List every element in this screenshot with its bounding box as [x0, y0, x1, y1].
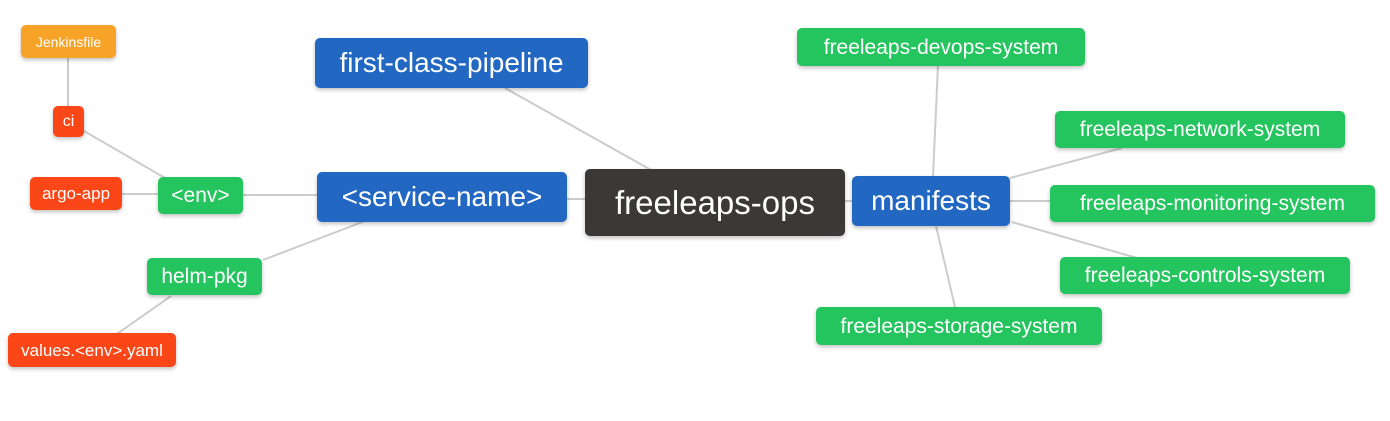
edge-manifests-devops	[932, 64, 939, 178]
edge-ci-env	[83, 130, 166, 179]
edge-manifests-network	[1009, 147, 1123, 179]
node-env[interactable]: <env>	[158, 177, 243, 214]
node-service-name[interactable]: <service-name>	[317, 172, 567, 222]
node-manifests[interactable]: manifests	[852, 176, 1010, 226]
edge-helmpkg-servicename	[262, 220, 366, 261]
edge-manifests-controls	[1011, 221, 1138, 259]
edge-fcp-root	[504, 87, 652, 171]
edge-manifests-storage	[935, 225, 956, 308]
edge-values-helmpkg	[116, 295, 172, 335]
node-helm-pkg[interactable]: helm-pkg	[147, 258, 262, 295]
node-freeleaps-ops[interactable]: freeleaps-ops	[585, 169, 845, 236]
node-values-env-yaml[interactable]: values.<env>.yaml	[8, 333, 176, 367]
node-first-class-pipeline[interactable]: first-class-pipeline	[315, 38, 588, 88]
node-argo-app[interactable]: argo-app	[30, 177, 122, 210]
node-ci[interactable]: ci	[53, 106, 84, 137]
node-freeleaps-storage-system[interactable]: freeleaps-storage-system	[816, 307, 1102, 345]
node-jenkinsfile[interactable]: Jenkinsfile	[21, 25, 116, 58]
node-freeleaps-devops-system[interactable]: freeleaps-devops-system	[797, 28, 1085, 66]
node-freeleaps-monitoring-system[interactable]: freeleaps-monitoring-system	[1050, 185, 1375, 222]
node-freeleaps-network-system[interactable]: freeleaps-network-system	[1055, 111, 1345, 148]
node-freeleaps-controls-system[interactable]: freeleaps-controls-system	[1060, 257, 1350, 294]
